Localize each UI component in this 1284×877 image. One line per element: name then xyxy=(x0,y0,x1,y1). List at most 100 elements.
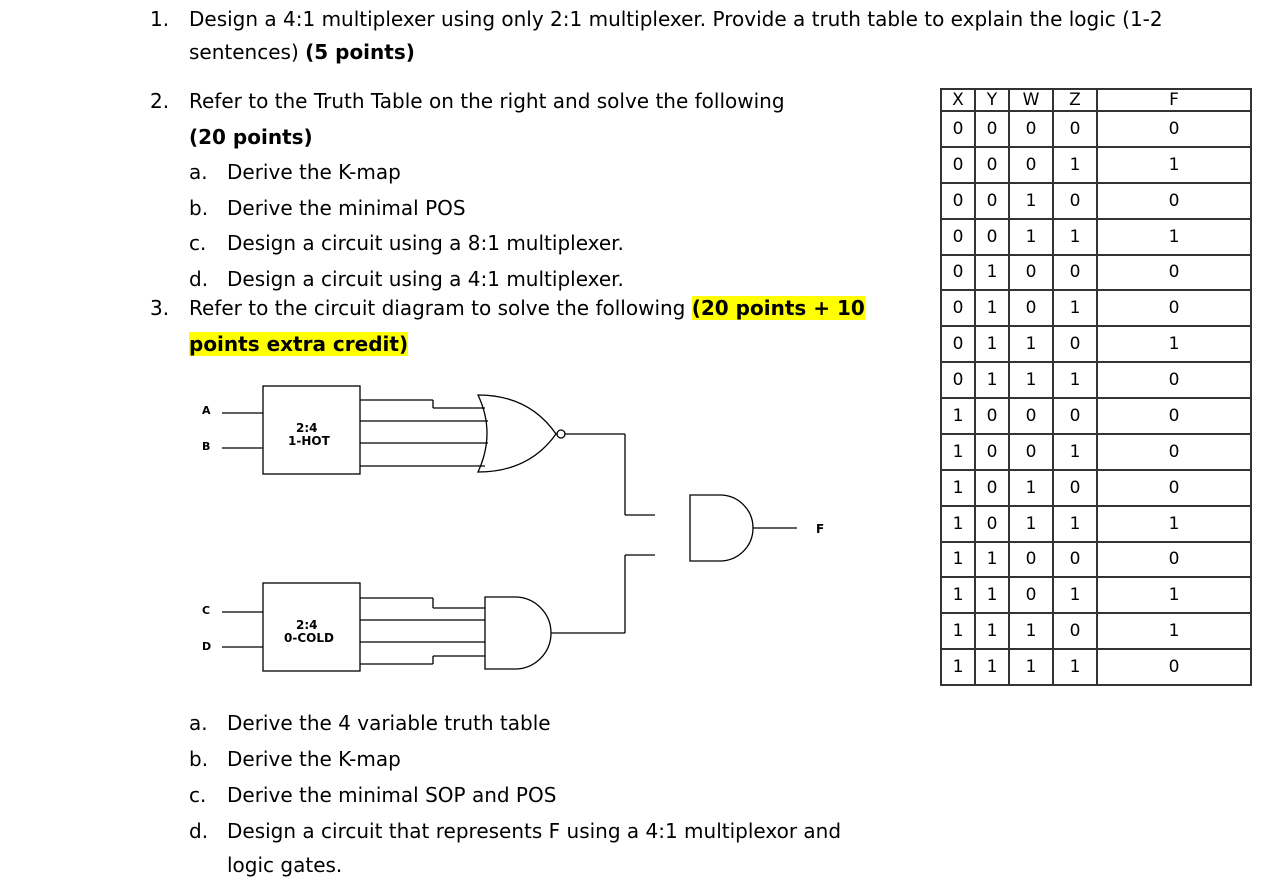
table-cell: 1 xyxy=(974,540,1010,579)
table-cell: 0 xyxy=(940,217,976,256)
table-cell: 0 xyxy=(974,504,1010,543)
table-cell: 1 xyxy=(1052,145,1098,184)
table-cell: 0 xyxy=(1096,432,1252,471)
table-cell: 0 xyxy=(974,110,1010,148)
decoder-1hot-box xyxy=(262,385,361,475)
table-cell: 0 xyxy=(1052,253,1098,292)
q2-item-a-text: Derive the K-map xyxy=(227,160,401,184)
table-cell: 0 xyxy=(1096,253,1252,292)
q3-item-a-label: a. xyxy=(189,711,208,735)
table-cell: 1 xyxy=(1052,432,1098,471)
table-cell: 0 xyxy=(1008,540,1054,579)
decoder-1-label-bottom: 1-HOT xyxy=(288,434,330,448)
table-cell: 1 xyxy=(1096,217,1252,256)
q3-item-b-label: b. xyxy=(189,747,209,771)
table-cell: 1 xyxy=(1008,325,1054,364)
table-cell: 0 xyxy=(974,145,1010,184)
table-cell: 0 xyxy=(1052,468,1098,507)
table-cell: 0 xyxy=(1008,145,1054,184)
table-cell: 1 xyxy=(974,253,1010,292)
table-cell: 1 xyxy=(1008,612,1054,651)
table-cell: 1 xyxy=(1052,217,1098,256)
table-cell: 0 xyxy=(1096,289,1252,328)
table-cell: 0 xyxy=(1008,432,1054,471)
q2-item-b-label: b. xyxy=(189,196,209,220)
output-f-label: F xyxy=(816,522,825,536)
decoder-1-label-top: 2:4 xyxy=(296,421,318,435)
q3-points-highlight-2: points extra credit) xyxy=(189,332,409,356)
table-cell: 0 xyxy=(974,181,1010,220)
q1-text-line2-span: sentences) xyxy=(189,40,299,64)
q3-item-a-text: Derive the 4 variable truth table xyxy=(227,711,551,735)
table-cell: 1 xyxy=(1008,217,1054,256)
table-cell: 1 xyxy=(940,468,976,507)
table-cell: 0 xyxy=(940,253,976,292)
header-x: X xyxy=(940,88,976,112)
table-cell: 1 xyxy=(1096,576,1252,615)
table-cell: 0 xyxy=(940,325,976,364)
circuit-diagram xyxy=(222,385,655,672)
nor-gate xyxy=(476,394,557,473)
table-cell: 0 xyxy=(974,432,1010,471)
q2-item-a-label: a. xyxy=(189,160,208,184)
table-cell: 1 xyxy=(974,361,1010,399)
q1-text-line2: sentences) (5 points) xyxy=(189,40,415,64)
table-cell: 0 xyxy=(1096,181,1252,220)
header-z: Z xyxy=(1052,88,1098,112)
q1-text-line1: Design a 4:1 multiplexer using only 2:1 … xyxy=(189,7,1163,31)
nor-bubble xyxy=(556,429,566,439)
table-cell: 1 xyxy=(974,289,1010,328)
table-cell: 1 xyxy=(974,648,1010,686)
q3-item-d-label: d. xyxy=(189,819,209,843)
table-cell: 0 xyxy=(974,217,1010,256)
table-cell: 0 xyxy=(940,181,976,220)
table-cell: 1 xyxy=(1096,325,1252,364)
table-cell: 0 xyxy=(1096,648,1252,686)
table-cell: 1 xyxy=(1096,504,1252,543)
q3-points-line2: points extra credit) xyxy=(189,332,409,356)
table-cell: 0 xyxy=(940,110,976,148)
table-cell: 1 xyxy=(940,648,976,686)
final-and-gate-area xyxy=(689,494,797,562)
q2-item-d-text: Design a circuit using a 4:1 multiplexer… xyxy=(227,267,624,291)
and-gate-lower xyxy=(484,596,552,670)
table-cell: 1 xyxy=(1096,612,1252,651)
table-cell: 0 xyxy=(1052,397,1098,435)
table-cell: 1 xyxy=(974,612,1010,651)
q2-item-d-label: d. xyxy=(189,267,209,291)
input-b-label: B xyxy=(202,440,211,453)
table-cell: 0 xyxy=(1096,110,1252,148)
table-cell: 0 xyxy=(1052,181,1098,220)
table-cell: 1 xyxy=(940,432,976,471)
table-cell: 0 xyxy=(1008,110,1054,148)
table-cell: 0 xyxy=(1096,468,1252,507)
decoder-2-label-bottom: 0-COLD xyxy=(284,631,334,645)
table-cell: 0 xyxy=(1052,110,1098,148)
table-cell: 1 xyxy=(940,576,976,615)
q2-item-b-text: Derive the minimal POS xyxy=(227,196,466,220)
table-cell: 0 xyxy=(1008,576,1054,615)
decoder-0cold-box xyxy=(262,582,361,672)
table-cell: 1 xyxy=(940,612,976,651)
table-cell: 1 xyxy=(940,504,976,543)
header-y: Y xyxy=(974,88,1010,112)
q2-item-c-text: Design a circuit using a 8:1 multiplexer… xyxy=(227,231,624,255)
q3-item-d-text-cont: logic gates. xyxy=(227,853,343,877)
table-cell: 1 xyxy=(1008,648,1054,686)
table-cell: 0 xyxy=(940,289,976,328)
q2-item-c-label: c. xyxy=(189,231,207,255)
truth-table-header-row: X Y W Z F xyxy=(940,88,1252,112)
